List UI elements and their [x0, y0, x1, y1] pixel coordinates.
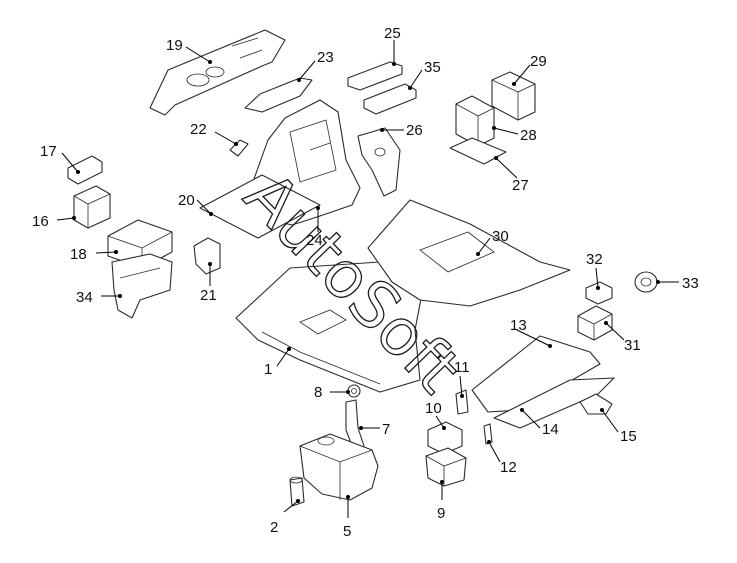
- part-15-bracket: [579, 393, 613, 415]
- part-11-clip: [455, 389, 469, 415]
- part-35-module: [363, 83, 417, 115]
- callout-24: 24: [306, 232, 323, 249]
- part-12-pin: [483, 423, 493, 445]
- callout-28: 28: [520, 127, 537, 144]
- callout-2: 2: [270, 519, 278, 536]
- callout-10: 10: [425, 400, 442, 417]
- leader-lines: [56, 40, 679, 518]
- callout-25: 25: [384, 25, 401, 42]
- callout-7: 7: [382, 421, 390, 438]
- callout-32: 32: [586, 251, 603, 268]
- callout-21: 21: [200, 287, 217, 304]
- callout-30: 30: [492, 228, 509, 245]
- part-1-floor-pan: [235, 261, 426, 393]
- part-26-bracket: [357, 127, 401, 197]
- callout-19: 19: [166, 37, 183, 54]
- callout-27: 27: [512, 177, 529, 194]
- part-25-module: [347, 61, 403, 91]
- callout-35: 35: [424, 59, 441, 76]
- part-23-bracket: [244, 77, 313, 113]
- callout-9: 9: [437, 505, 445, 522]
- part-20-tray: [199, 174, 321, 239]
- part-16-block: [73, 185, 111, 229]
- part-30-underbody: [367, 199, 571, 307]
- part-34-bracket: [111, 253, 173, 319]
- callout-12: 12: [500, 459, 517, 476]
- callout-33: 33: [682, 275, 699, 292]
- part-31-bracket: [577, 305, 613, 341]
- callout-14: 14: [542, 421, 559, 438]
- part-27-tray: [449, 137, 507, 165]
- part-13-rail: [471, 335, 601, 413]
- callout-26: 26: [406, 122, 423, 139]
- callout-18: 18: [70, 246, 87, 263]
- callout-labels: 1 2 5 7 8 9 10 11 12 13 14 15 16 17 18 1…: [32, 25, 699, 540]
- part-14-rail: [493, 377, 615, 429]
- callout-23: 23: [317, 49, 334, 66]
- part-9-bracket: [425, 447, 467, 487]
- callout-15: 15: [620, 428, 637, 445]
- callout-1: 1: [264, 361, 272, 378]
- part-2-pump: [289, 476, 305, 507]
- part-8-grommet: [347, 384, 361, 398]
- part-33-grommet: [634, 271, 658, 293]
- callout-16: 16: [32, 213, 49, 230]
- part-28-box: [455, 95, 495, 147]
- callout-31: 31: [624, 337, 641, 354]
- part-19-cover-panel: [149, 29, 286, 116]
- part-10-cap: [427, 421, 463, 455]
- callout-13: 13: [510, 317, 527, 334]
- callout-5: 5: [343, 523, 351, 540]
- callout-11: 11: [454, 359, 470, 376]
- part-21-bracket: [193, 237, 221, 275]
- callout-20: 20: [178, 192, 195, 209]
- part-17-connector: [67, 155, 103, 185]
- part-5-reservoir: [299, 433, 379, 501]
- part-29-box: [491, 71, 536, 121]
- callout-8: 8: [314, 384, 322, 401]
- callout-29: 29: [530, 53, 547, 70]
- callout-34: 34: [76, 289, 93, 306]
- callout-22: 22: [190, 121, 207, 138]
- part-32-block: [585, 281, 613, 305]
- callout-17: 17: [40, 143, 57, 160]
